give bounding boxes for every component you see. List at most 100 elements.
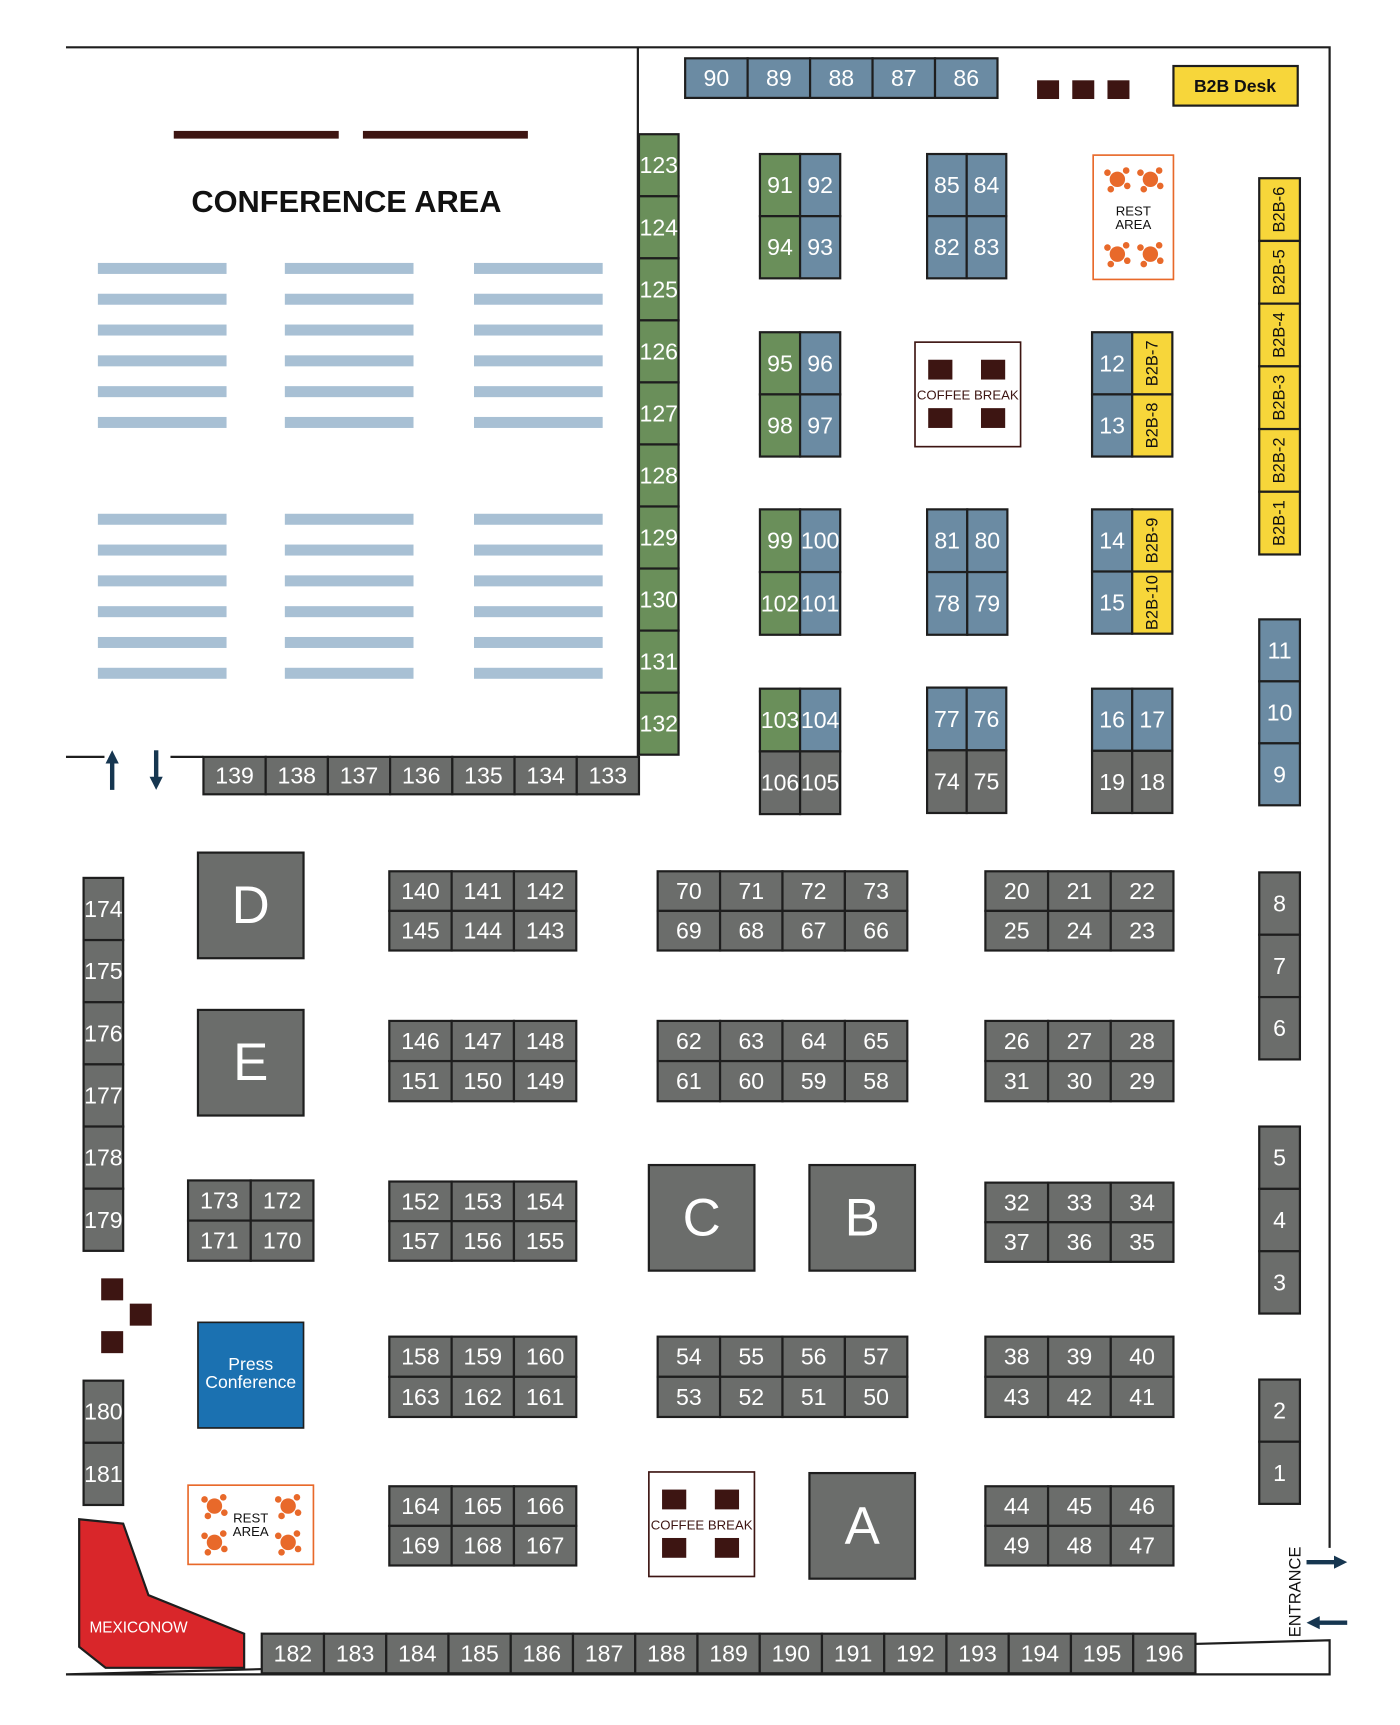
- booth-B2B-5[interactable]: B2B-5: [1258, 239, 1302, 305]
- booth-87[interactable]: 87: [871, 57, 937, 100]
- booth-59[interactable]: 59: [781, 1059, 846, 1103]
- booth-44[interactable]: 44: [984, 1485, 1050, 1527]
- booth-63[interactable]: 63: [718, 1019, 784, 1063]
- booth-67[interactable]: 67: [781, 909, 846, 952]
- booth-70[interactable]: 70: [656, 870, 722, 913]
- booth-3[interactable]: 3: [1258, 1250, 1302, 1315]
- coffee-break[interactable]: COFFEE BREAK: [648, 1471, 756, 1578]
- booth-19[interactable]: 19: [1090, 749, 1134, 815]
- booth-30[interactable]: 30: [1046, 1059, 1112, 1103]
- booth-64[interactable]: 64: [781, 1019, 846, 1063]
- booth-191[interactable]: 191: [820, 1632, 886, 1675]
- booth-79[interactable]: 79: [966, 570, 1009, 636]
- booth-176[interactable]: 176: [82, 1001, 125, 1066]
- booth-142[interactable]: 142: [512, 870, 578, 913]
- booth-174[interactable]: 174: [82, 876, 125, 942]
- booth-196[interactable]: 196: [1132, 1632, 1197, 1675]
- booth-91[interactable]: 91: [758, 152, 802, 218]
- booth-137[interactable]: 137: [326, 755, 392, 796]
- booth-179[interactable]: 179: [82, 1187, 125, 1252]
- booth-153[interactable]: 153: [450, 1180, 516, 1223]
- booth-126[interactable]: 126: [637, 319, 680, 384]
- booth-80[interactable]: 80: [966, 508, 1009, 574]
- booth-B2B-3[interactable]: B2B-3: [1258, 365, 1302, 431]
- booth-133[interactable]: 133: [575, 755, 641, 796]
- booth-57[interactable]: 57: [843, 1335, 909, 1378]
- booth-73[interactable]: 73: [843, 870, 909, 913]
- booth-86[interactable]: 86: [933, 57, 999, 100]
- booth-B2B-10[interactable]: B2B-10: [1131, 570, 1174, 635]
- booth-136[interactable]: 136: [389, 755, 454, 796]
- booth-172[interactable]: 172: [249, 1179, 315, 1222]
- booth-103[interactable]: 103: [758, 687, 802, 753]
- booth-173[interactable]: 173: [186, 1179, 252, 1222]
- hall-E[interactable]: E: [196, 1008, 305, 1117]
- booth-12[interactable]: 12: [1090, 331, 1134, 396]
- booth-1[interactable]: 1: [1258, 1440, 1302, 1505]
- booth-145[interactable]: 145: [388, 909, 453, 952]
- booth-B2B-1[interactable]: B2B-1: [1258, 490, 1302, 556]
- booth-66[interactable]: 66: [843, 909, 909, 952]
- booth-B2B-7[interactable]: B2B-7: [1131, 331, 1174, 396]
- booth-90[interactable]: 90: [684, 57, 749, 100]
- booth-131[interactable]: 131: [637, 629, 680, 694]
- booth-177[interactable]: 177: [82, 1063, 125, 1128]
- booth-85[interactable]: 85: [926, 152, 968, 218]
- booth-157[interactable]: 157: [388, 1220, 453, 1262]
- booth-152[interactable]: 152: [388, 1180, 453, 1223]
- booth-162[interactable]: 162: [450, 1375, 516, 1419]
- booth-192[interactable]: 192: [883, 1632, 948, 1675]
- booth-B2B-6[interactable]: B2B-6: [1258, 177, 1302, 243]
- booth-163[interactable]: 163: [388, 1375, 453, 1419]
- booth-22[interactable]: 22: [1109, 870, 1175, 913]
- booth-101[interactable]: 101: [798, 570, 842, 636]
- booth-16[interactable]: 16: [1090, 687, 1134, 752]
- booth-125[interactable]: 125: [637, 257, 680, 322]
- booth-188[interactable]: 188: [634, 1632, 699, 1675]
- booth-21[interactable]: 21: [1046, 870, 1112, 913]
- booth-159[interactable]: 159: [450, 1335, 516, 1378]
- booth-29[interactable]: 29: [1109, 1059, 1175, 1103]
- booth-75[interactable]: 75: [965, 749, 1008, 815]
- booth-24[interactable]: 24: [1046, 909, 1112, 952]
- booth-104[interactable]: 104: [798, 687, 842, 753]
- booth-81[interactable]: 81: [926, 508, 969, 574]
- booth-182[interactable]: 182: [260, 1632, 326, 1675]
- booth-186[interactable]: 186: [509, 1632, 575, 1675]
- booth-160[interactable]: 160: [512, 1335, 578, 1378]
- booth-62[interactable]: 62: [656, 1019, 722, 1063]
- booth-27[interactable]: 27: [1046, 1019, 1112, 1063]
- booth-39[interactable]: 39: [1046, 1335, 1112, 1378]
- booth-7[interactable]: 7: [1258, 933, 1302, 999]
- booth-141[interactable]: 141: [450, 870, 516, 913]
- booth-11[interactable]: 11: [1258, 618, 1302, 683]
- booth-60[interactable]: 60: [718, 1059, 784, 1103]
- booth-161[interactable]: 161: [512, 1375, 578, 1419]
- booth-146[interactable]: 146: [388, 1019, 453, 1063]
- booth-35[interactable]: 35: [1109, 1221, 1175, 1263]
- booth-154[interactable]: 154: [512, 1180, 578, 1223]
- booth-195[interactable]: 195: [1069, 1632, 1135, 1675]
- booth-167[interactable]: 167: [512, 1524, 578, 1567]
- booth-88[interactable]: 88: [808, 57, 874, 100]
- booth-52[interactable]: 52: [718, 1375, 784, 1419]
- booth-183[interactable]: 183: [322, 1632, 388, 1675]
- booth-69[interactable]: 69: [656, 909, 722, 952]
- booth-158[interactable]: 158: [388, 1335, 453, 1378]
- booth-76[interactable]: 76: [965, 686, 1008, 752]
- booth-106[interactable]: 106: [758, 750, 802, 816]
- booth-84[interactable]: 84: [965, 152, 1008, 218]
- booth-78[interactable]: 78: [926, 570, 969, 636]
- booth-100[interactable]: 100: [798, 508, 842, 574]
- booth-4[interactable]: 4: [1258, 1187, 1302, 1253]
- booth-94[interactable]: 94: [758, 215, 802, 280]
- booth-18[interactable]: 18: [1131, 749, 1174, 815]
- booth-2[interactable]: 2: [1258, 1378, 1302, 1443]
- booth-B2B-4[interactable]: B2B-4: [1258, 302, 1302, 368]
- booth-165[interactable]: 165: [450, 1485, 516, 1527]
- booth-185[interactable]: 185: [447, 1632, 512, 1675]
- b2b-desk[interactable]: B2B Desk: [1172, 64, 1299, 107]
- booth-B2B-2[interactable]: B2B-2: [1258, 427, 1302, 493]
- booth-49[interactable]: 49: [984, 1524, 1050, 1567]
- booth-68[interactable]: 68: [718, 909, 784, 952]
